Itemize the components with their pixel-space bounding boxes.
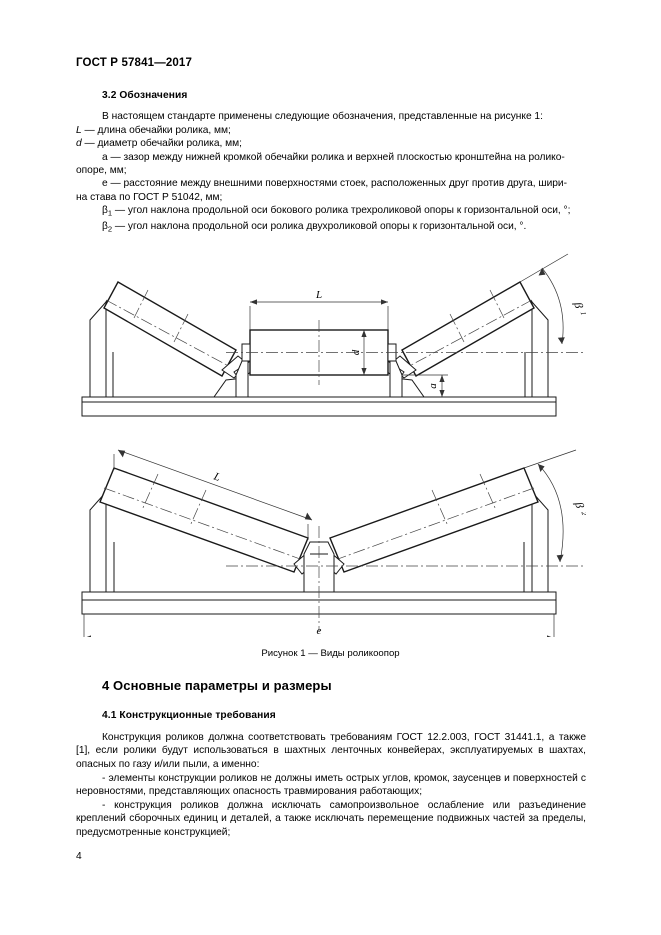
definition-text-beta2: — угол наклона продольной оси ролика дву… xyxy=(112,220,527,232)
definition-item-beta2: β2 — угол наклона продольной оси ролика … xyxy=(76,220,586,236)
heading-design-requirements: 4.1 Конструкционные требования xyxy=(102,710,276,721)
heading-main-parameters: 4 Основные параметры и размеры xyxy=(102,678,332,693)
right-inclined-roller-upper xyxy=(401,281,535,377)
base-frame-upper xyxy=(81,396,557,417)
dimension-label-d-upper: d xyxy=(350,349,362,355)
left-stand-upper xyxy=(89,289,126,398)
figure-1-caption: Рисунок 1 — Виды роликоопор xyxy=(261,648,400,659)
right-v-roller-lower xyxy=(323,467,539,573)
figure-1-idler-types: L d a xyxy=(76,252,586,637)
left-inclined-roller-upper xyxy=(103,281,237,377)
dimension-d-upper xyxy=(361,330,367,375)
bullet-item-sharp-edges: - элементы конструкции роликов не должны… xyxy=(76,773,586,798)
dimension-label-e-lower: e xyxy=(317,625,322,637)
paragraph-design-requirements: Конструкция роликов должна соответствова… xyxy=(76,732,586,770)
dimension-label-L-upper: L xyxy=(315,289,322,301)
definition-text-e-line2: на става по ГОСТ Р 51042, мм; xyxy=(76,191,223,203)
symbol-d: d xyxy=(76,138,82,150)
definition-text-a-line2: опоре, мм; xyxy=(76,165,127,177)
definition-item-e: e — расстояние между внешними поверхност… xyxy=(76,177,586,204)
dimension-label-a-upper: a xyxy=(427,383,439,389)
definition-text-beta1: — угол наклона продольной оси бокового р… xyxy=(112,205,571,217)
angle-beta1-upper xyxy=(519,253,569,345)
definition-text-e-line1: e — расстояние между внешними поверхност… xyxy=(102,178,567,190)
definition-item-beta1: β1 — угол наклона продольной оси боковог… xyxy=(76,204,586,220)
diagram-three-roll-idler: L d a xyxy=(81,253,586,417)
definition-item-a: a — зазор между нижней кромкой обечайки … xyxy=(76,151,586,178)
paragraph-notation-intro: В настоящем стандарте применены следующи… xyxy=(102,111,543,122)
definition-text-d: — диаметр обечайки ролика, мм; xyxy=(81,138,242,150)
angle-label-beta2-subscript: 2 xyxy=(580,510,586,516)
definition-item-L: L — длина обечайки ролика, мм; xyxy=(76,124,586,137)
centre-v-support-lower xyxy=(226,526,586,632)
heading-notation: 3.2 Обозначения xyxy=(102,90,188,101)
page-number: 4 xyxy=(76,851,82,862)
dimension-label-L-lower: L xyxy=(211,470,222,484)
symbol-beta: β xyxy=(102,205,108,217)
definition-text-a-line1: a — зазор между нижней кромкой обечайки … xyxy=(102,151,565,163)
symbol-beta-subscript-2: 2 xyxy=(107,224,113,234)
definition-list: L — длина обечайки ролика, мм; d — диаме… xyxy=(76,124,586,236)
angle-beta2-lower xyxy=(523,449,577,563)
angle-label-beta1-subscript: 1 xyxy=(579,311,586,317)
definition-text-L: — длина обечайки ролика, мм; xyxy=(81,125,231,136)
page-header-standard-number: ГОСТ Р 57841—2017 xyxy=(76,57,193,69)
figure-1-drawing: L d a xyxy=(81,253,586,637)
dimension-L-lower xyxy=(113,449,313,540)
centre-roller-upper xyxy=(226,320,586,385)
angle-label-beta2: β xyxy=(572,500,585,510)
centre-roller-supports xyxy=(235,360,403,398)
symbol-L: L xyxy=(76,125,82,136)
angle-label-beta1: β xyxy=(571,300,584,309)
dimension-L-upper xyxy=(249,299,389,330)
left-v-roller-lower xyxy=(99,467,315,573)
symbol-beta-subscript-1: 1 xyxy=(107,208,113,218)
dimension-a-upper xyxy=(402,374,448,397)
definition-item-d: d — диаметр обечайки ролика, мм; xyxy=(76,137,586,150)
diagram-two-roll-idler: L e β 2 xyxy=(81,449,586,637)
bullet-item-fastener-loosening: - конструкция роликов должна исключать с… xyxy=(76,800,586,838)
symbol-beta-2: β xyxy=(102,220,108,232)
